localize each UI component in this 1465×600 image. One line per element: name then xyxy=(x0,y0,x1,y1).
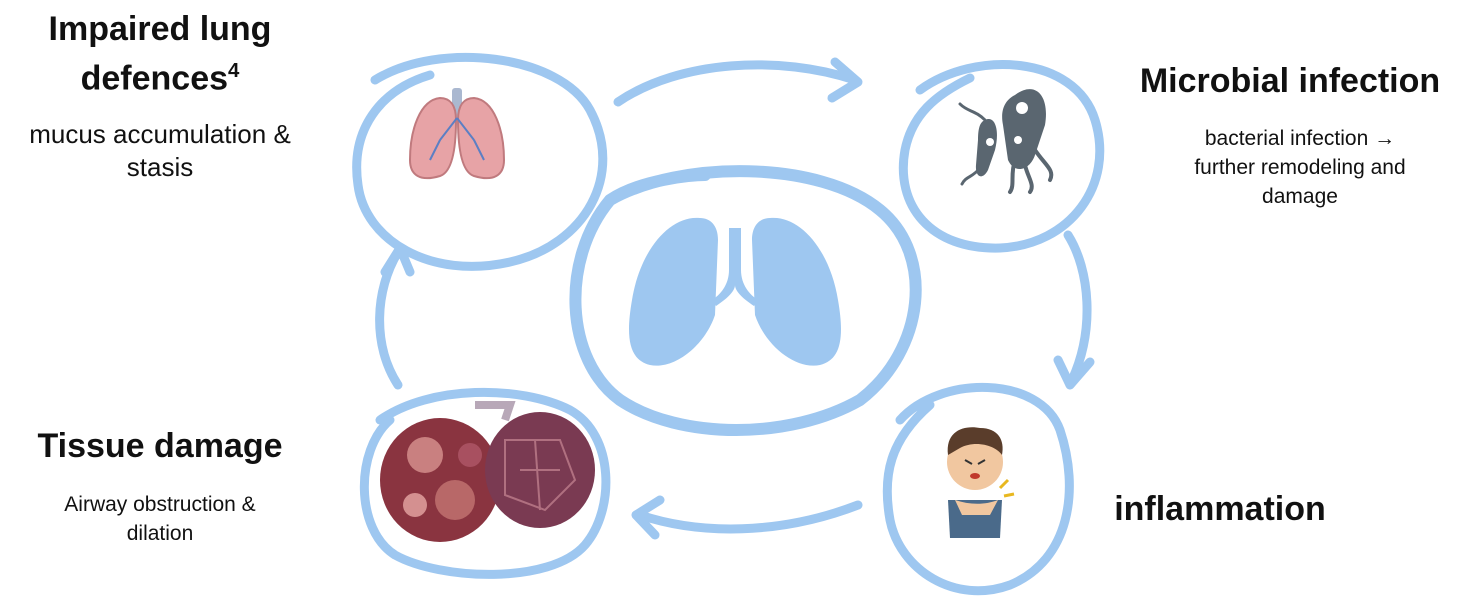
tissue-damage-description: Airway obstruction & dilation xyxy=(20,490,300,548)
footnote-superscript: 4 xyxy=(228,60,239,82)
arrow-impaired-to-microbial xyxy=(618,65,855,102)
inflammation-title: inflammation xyxy=(1105,488,1335,530)
center-circle xyxy=(575,171,915,430)
bacteria-icon xyxy=(960,89,1051,192)
arrowhead-tissue-to-impaired xyxy=(385,248,410,272)
microbial-infection-title: Microbial infection xyxy=(1125,60,1455,102)
impaired-lung-defences-description: mucus accumulation & stasis xyxy=(0,118,320,184)
arrow-inflammation-to-tissue xyxy=(640,505,858,529)
tissue-damage-title: Tissue damage xyxy=(30,425,290,467)
stage-circle-microbial xyxy=(903,65,1099,249)
person-chest-pain-icon xyxy=(947,427,1014,538)
lungs-silhouette-icon xyxy=(629,218,841,366)
impaired-lung-defences-title: Impaired lung defences4 xyxy=(20,8,300,99)
damaged-lung-tissue-icon xyxy=(380,405,595,542)
microbial-infection-description: bacterial infection → further remodeling… xyxy=(1150,124,1450,211)
arrow-microbial-to-inflammation xyxy=(1068,235,1087,380)
lungs-anatomy-icon xyxy=(410,88,504,178)
